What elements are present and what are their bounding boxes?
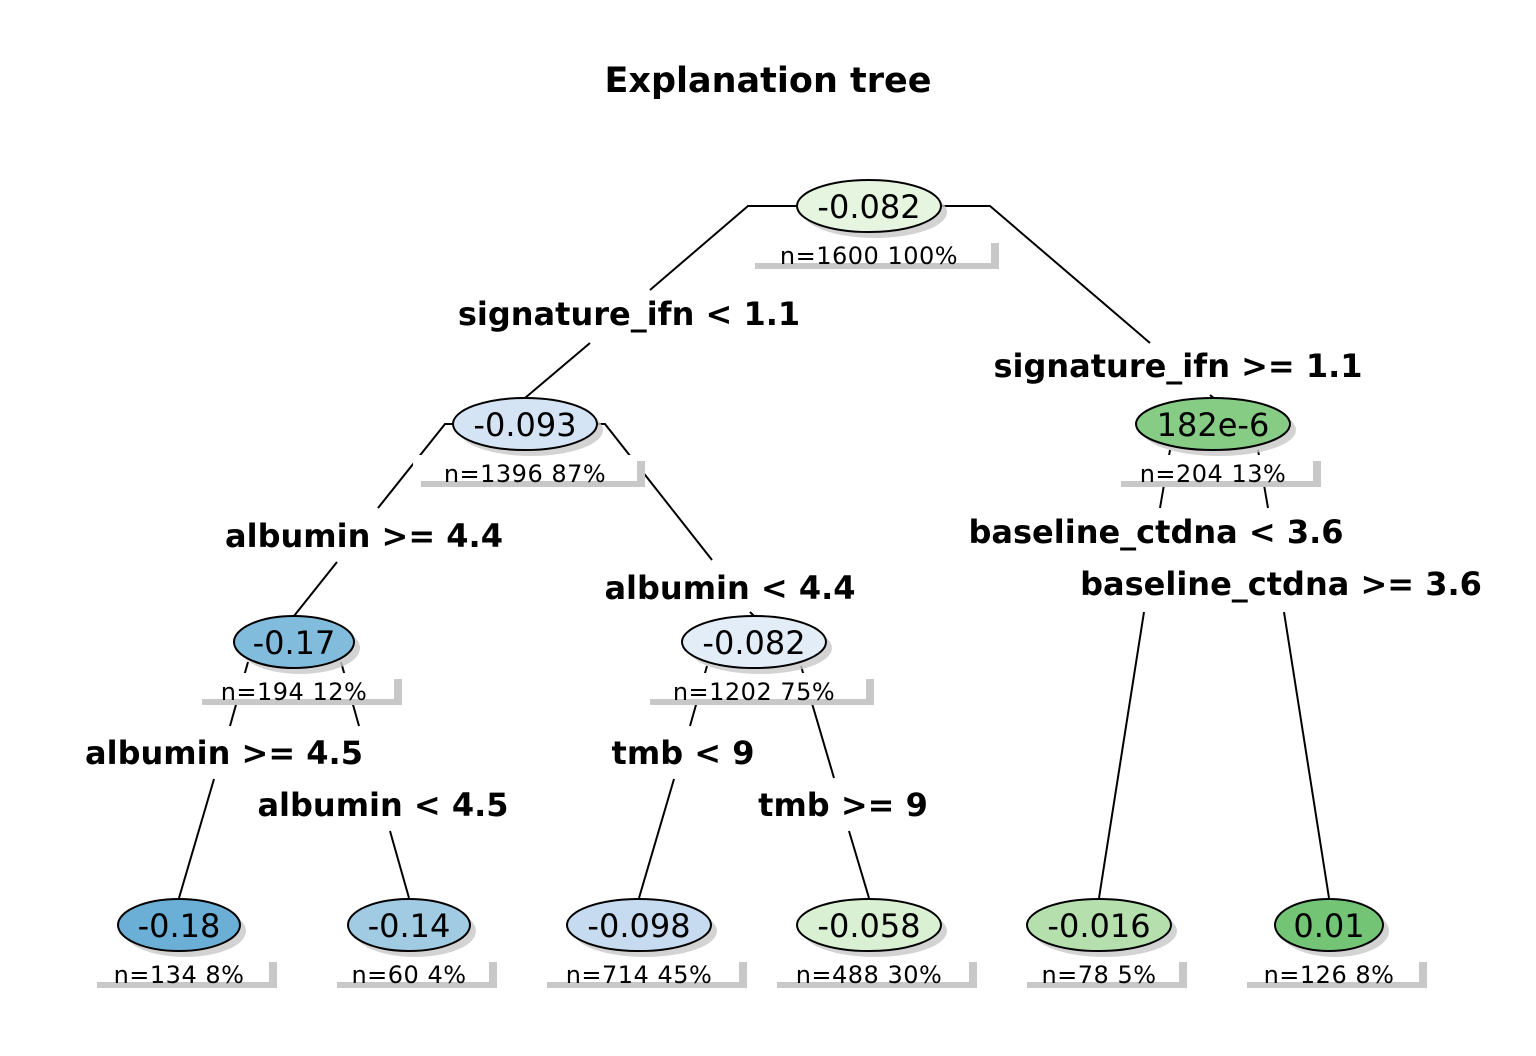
info-box (413, 455, 637, 481)
node-info: n=134 8% (114, 961, 245, 989)
split-label: albumin >= 4.5 (85, 734, 363, 772)
node-ellipse (566, 898, 712, 952)
node-value: -0.058 (817, 907, 920, 945)
node-info: n=204 13% (1140, 460, 1287, 488)
info-box (194, 673, 394, 699)
info-box (642, 673, 866, 699)
tree-node-l2: -0.14 n=60 4% (329, 898, 497, 989)
node-value: 0.01 (1293, 907, 1364, 945)
tree-nodes: -0.082 n=1600 100% -0.093 n=1396 87% 182e-6 n… (89, 179, 1427, 989)
split-label: tmb >= 9 (758, 786, 928, 824)
split-label: baseline_ctdna >= 3.6 (1080, 565, 1482, 603)
tree-node-n2: -0.093 n=1396 87% (413, 397, 645, 488)
edge-n5-right-b (848, 830, 870, 899)
info-box (329, 956, 489, 982)
node-ellipse (233, 615, 355, 669)
tree-node-n5: -0.082 n=1202 75% (642, 615, 874, 706)
tree-node-l3: -0.098 n=714 45% (539, 898, 747, 989)
split-label: albumin >= 4.4 (225, 517, 503, 555)
tree-node-n4: -0.17 n=194 12% (194, 615, 402, 706)
node-ellipse (796, 179, 942, 233)
node-info: n=714 45% (566, 961, 713, 989)
info-box (1239, 956, 1419, 982)
node-info: n=1202 75% (673, 678, 835, 706)
node-value: -0.18 (138, 907, 221, 945)
split-labels: signature_ifn < 1.1 signature_ifn >= 1.1… (85, 295, 1482, 824)
node-ellipse (117, 898, 241, 952)
node-value: -0.016 (1047, 907, 1150, 945)
node-ellipse (347, 898, 471, 952)
chart-title: Explanation tree (604, 61, 931, 101)
edge-n2-left (377, 423, 453, 509)
split-label: albumin < 4.4 (604, 569, 855, 607)
split-label: baseline_ctdna < 3.6 (969, 513, 1344, 551)
node-ellipse (452, 397, 598, 451)
tree-node-n3: 182e-6 n=204 13% (1113, 397, 1321, 488)
node-value: -0.082 (702, 624, 805, 662)
edge-n5-left-b (638, 778, 675, 899)
node-info: n=488 30% (796, 961, 943, 989)
node-info: n=1396 87% (444, 460, 606, 488)
node-ellipse (1274, 898, 1384, 952)
info-box (89, 956, 269, 982)
node-ellipse (796, 898, 942, 952)
split-label: tmb < 9 (612, 734, 755, 772)
info-box (769, 956, 969, 982)
edge-n2-left-b (293, 561, 338, 617)
node-ellipse (1026, 898, 1172, 952)
node-value: -0.093 (473, 406, 576, 444)
node-info: n=1600 100% (780, 242, 958, 270)
node-value: -0.082 (817, 188, 920, 226)
node-ellipse (1135, 397, 1291, 451)
node-info: n=194 12% (221, 678, 368, 706)
info-box (1113, 455, 1313, 481)
edge-root-left-b (524, 342, 591, 399)
node-info: n=60 4% (351, 961, 466, 989)
split-label: signature_ifn < 1.1 (458, 295, 800, 333)
node-value: 182e-6 (1157, 406, 1270, 444)
node-value: -0.098 (587, 907, 690, 945)
tree-node-root: -0.082 n=1600 100% (747, 179, 999, 270)
tree-node-l4: -0.058 n=488 30% (769, 898, 977, 989)
node-info: n=126 8% (1264, 961, 1395, 989)
info-box (539, 956, 739, 982)
split-label: signature_ifn >= 1.1 (993, 347, 1362, 385)
node-info: n=78 5% (1041, 961, 1156, 989)
info-box (1019, 956, 1179, 982)
split-label: albumin < 4.5 (257, 786, 508, 824)
node-value: -0.17 (253, 624, 336, 662)
tree-node-l1: -0.18 n=134 8% (89, 898, 277, 989)
edge-n4-left-b (178, 778, 215, 899)
edge-n3-right-b (1283, 611, 1330, 899)
edge-n2-right (597, 423, 713, 561)
node-ellipse (681, 615, 827, 669)
tree-node-l6: 0.01 n=126 8% (1239, 898, 1427, 989)
node-value: -0.14 (368, 907, 451, 945)
edge-root-left (649, 205, 797, 291)
edge-root-right (941, 205, 1151, 344)
tree-node-l5: -0.016 n=78 5% (1019, 898, 1187, 989)
edge-n4-right-b (389, 830, 410, 899)
info-box (747, 237, 991, 263)
edge-n3-left-b (1098, 611, 1145, 899)
